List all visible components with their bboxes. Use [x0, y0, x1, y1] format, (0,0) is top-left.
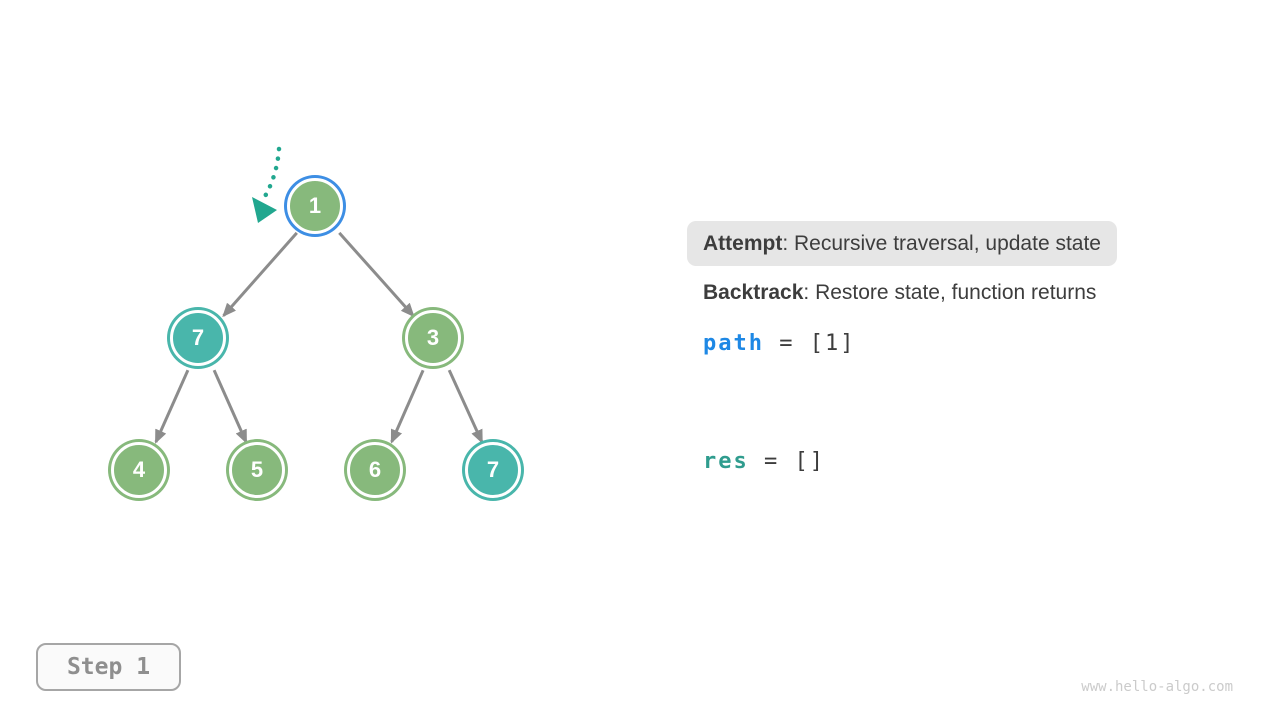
backtrack-label: Backtrack [703, 281, 804, 304]
res-state-line: res = [] [703, 449, 825, 474]
path-state-line: path = [1] [703, 331, 855, 356]
path-variable: path [703, 331, 764, 356]
watermark: www.hello-algo.com [1081, 679, 1233, 695]
tree-edge [154, 369, 190, 444]
res-variable: res [703, 449, 749, 474]
res-value: = [] [764, 449, 825, 474]
attempt-label: Attempt [703, 232, 783, 255]
tree-edge [447, 369, 484, 444]
tree-node-3: 3 [405, 310, 461, 366]
path-value: = [1] [779, 331, 856, 356]
step-label: Step 1 [66, 654, 151, 680]
tree-node-6: 6 [347, 442, 403, 498]
tree-edge [212, 369, 248, 444]
attempt-text: : Recursive traversal, update state [782, 232, 1101, 255]
tree-edges [154, 231, 484, 444]
attempt-caption: Attempt: Recursive traversal, update sta… [687, 221, 1117, 266]
tree-node-1: 1 [287, 178, 343, 234]
tree-edge [338, 231, 415, 318]
tree-edge [222, 231, 298, 318]
tree-node-7: 7 [465, 442, 521, 498]
tree-edge [390, 369, 425, 444]
tree-node-7: 7 [170, 310, 226, 366]
current-node-pointer-icon [252, 146, 282, 223]
backtrack-text: : Restore state, function returns [803, 281, 1097, 304]
tree-node-5: 5 [229, 442, 285, 498]
step-badge: Step 1 [36, 643, 181, 691]
tree-node-4: 4 [111, 442, 167, 498]
backtrack-caption: Backtrack: Restore state, function retur… [703, 281, 1096, 305]
